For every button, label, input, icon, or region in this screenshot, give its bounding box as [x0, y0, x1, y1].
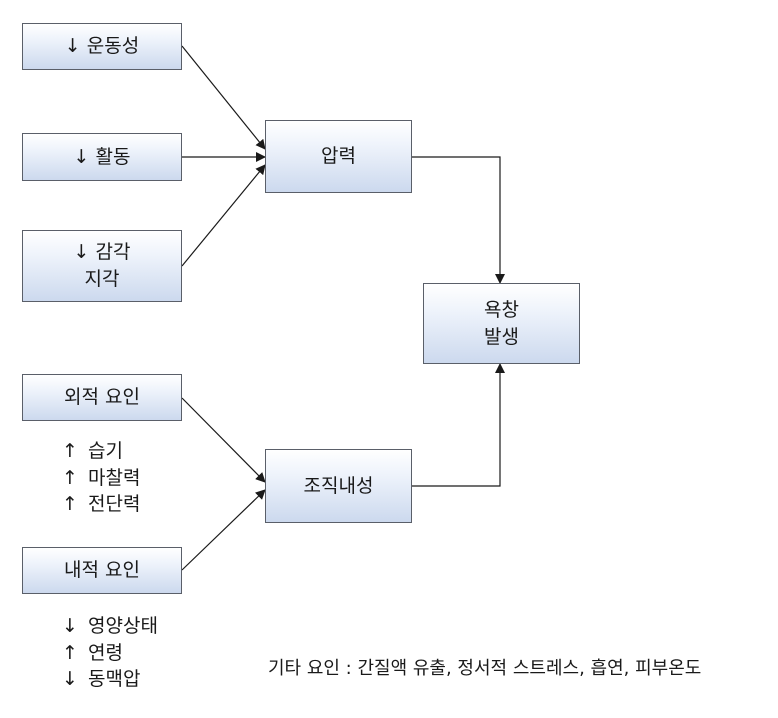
box-text-line: 조직내성: [303, 474, 374, 497]
factor-label: 습기: [88, 440, 124, 462]
arrow-up-icon: ↑: [62, 466, 78, 489]
intrinsic-factors-box: 내적 요인: [22, 547, 182, 594]
other-factors-note: 기타 요인 : 간질액 유출, 정서적 스트레스, 흡연, 피부온도: [268, 658, 702, 679]
box-text-line: 발생: [484, 325, 519, 348]
box-text-line: 욕창: [484, 298, 519, 321]
activity-box: ↓ 활동: [22, 133, 182, 181]
box-text-line: 외적 요인: [64, 386, 140, 409]
factor-label: 동맥압: [88, 668, 141, 691]
mobility-box: ↓ 운동성: [22, 23, 182, 70]
factor-label: 마찰력: [88, 466, 141, 489]
factor-item: ↓ 영양상태: [62, 613, 158, 640]
extrinsic-factors-box: 외적 요인: [22, 374, 182, 421]
factor-item: ↑ 연령: [62, 640, 158, 667]
factor-label: 영양상태: [88, 615, 158, 637]
arrow-sensory-to-pressure: [181, 164, 266, 267]
box-text-line: ↓ 감각: [73, 241, 131, 264]
arrow-up-icon: ↑: [62, 440, 78, 462]
box-text-line: ↓ 활동: [73, 145, 131, 168]
extrinsic-factor-list: ↑ 습기↑ 마찰력↑ 전단력: [62, 438, 141, 518]
factor-item: ↑ 마찰력: [62, 465, 141, 492]
factor-label: 전단력: [88, 493, 141, 516]
arrow-down-icon: ↓: [62, 668, 78, 691]
box-text-line: 내적 요인: [64, 559, 140, 582]
box-text-line: 지각: [84, 268, 120, 290]
box-text-line: ↓ 운동성: [64, 35, 140, 58]
factor-item: ↑ 습기: [62, 438, 141, 465]
pressure-box: 압력: [265, 120, 412, 193]
arrow-pressure-to-ulcer: [412, 156, 505, 284]
arrow-intrinsic-to-tolerance: [181, 489, 266, 571]
arrow-up-icon: ↑: [62, 493, 78, 516]
arrow-extrinsic-to-tolerance: [181, 397, 266, 483]
arrow-tolerance-to-ulcer: [412, 363, 505, 487]
factor-label: 연령: [88, 641, 124, 664]
arrow-up-icon: ↑: [62, 641, 78, 664]
intrinsic-factor-list: ↓ 영양상태↑ 연령↓ 동맥압: [62, 613, 158, 693]
arrow-down-icon: ↓: [62, 615, 78, 637]
factor-item: ↑ 전단력: [62, 491, 141, 518]
arrow-mobility-to-pressure: [181, 45, 266, 150]
factor-item: ↓ 동맥압: [62, 666, 158, 693]
tissue-tolerance-box: 조직내성: [265, 449, 412, 523]
box-text-line: 압력: [321, 145, 356, 168]
